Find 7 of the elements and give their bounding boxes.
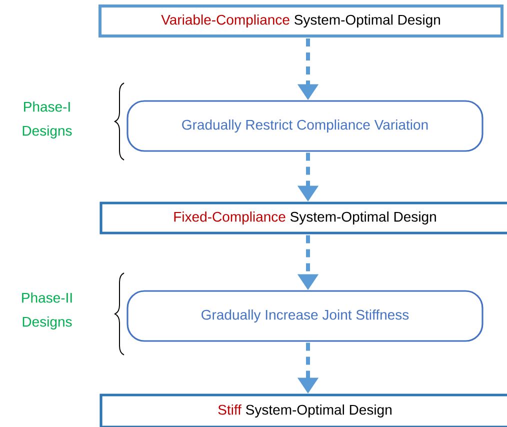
phase-label: Phase-II Designs <box>22 292 72 330</box>
phase-label: Phase-I Designs <box>22 101 72 139</box>
design-box: Variable-Compliance System-Optimal Design <box>98 4 504 38</box>
process-box: Gradually Restrict Compliance Variation <box>126 100 484 152</box>
design-box: Fixed-Compliance System-Optimal Design <box>100 202 507 234</box>
design-box: Stiff System-Optimal Design <box>100 394 507 427</box>
process-box: Gradually Increase Joint Stiffness <box>126 290 484 342</box>
